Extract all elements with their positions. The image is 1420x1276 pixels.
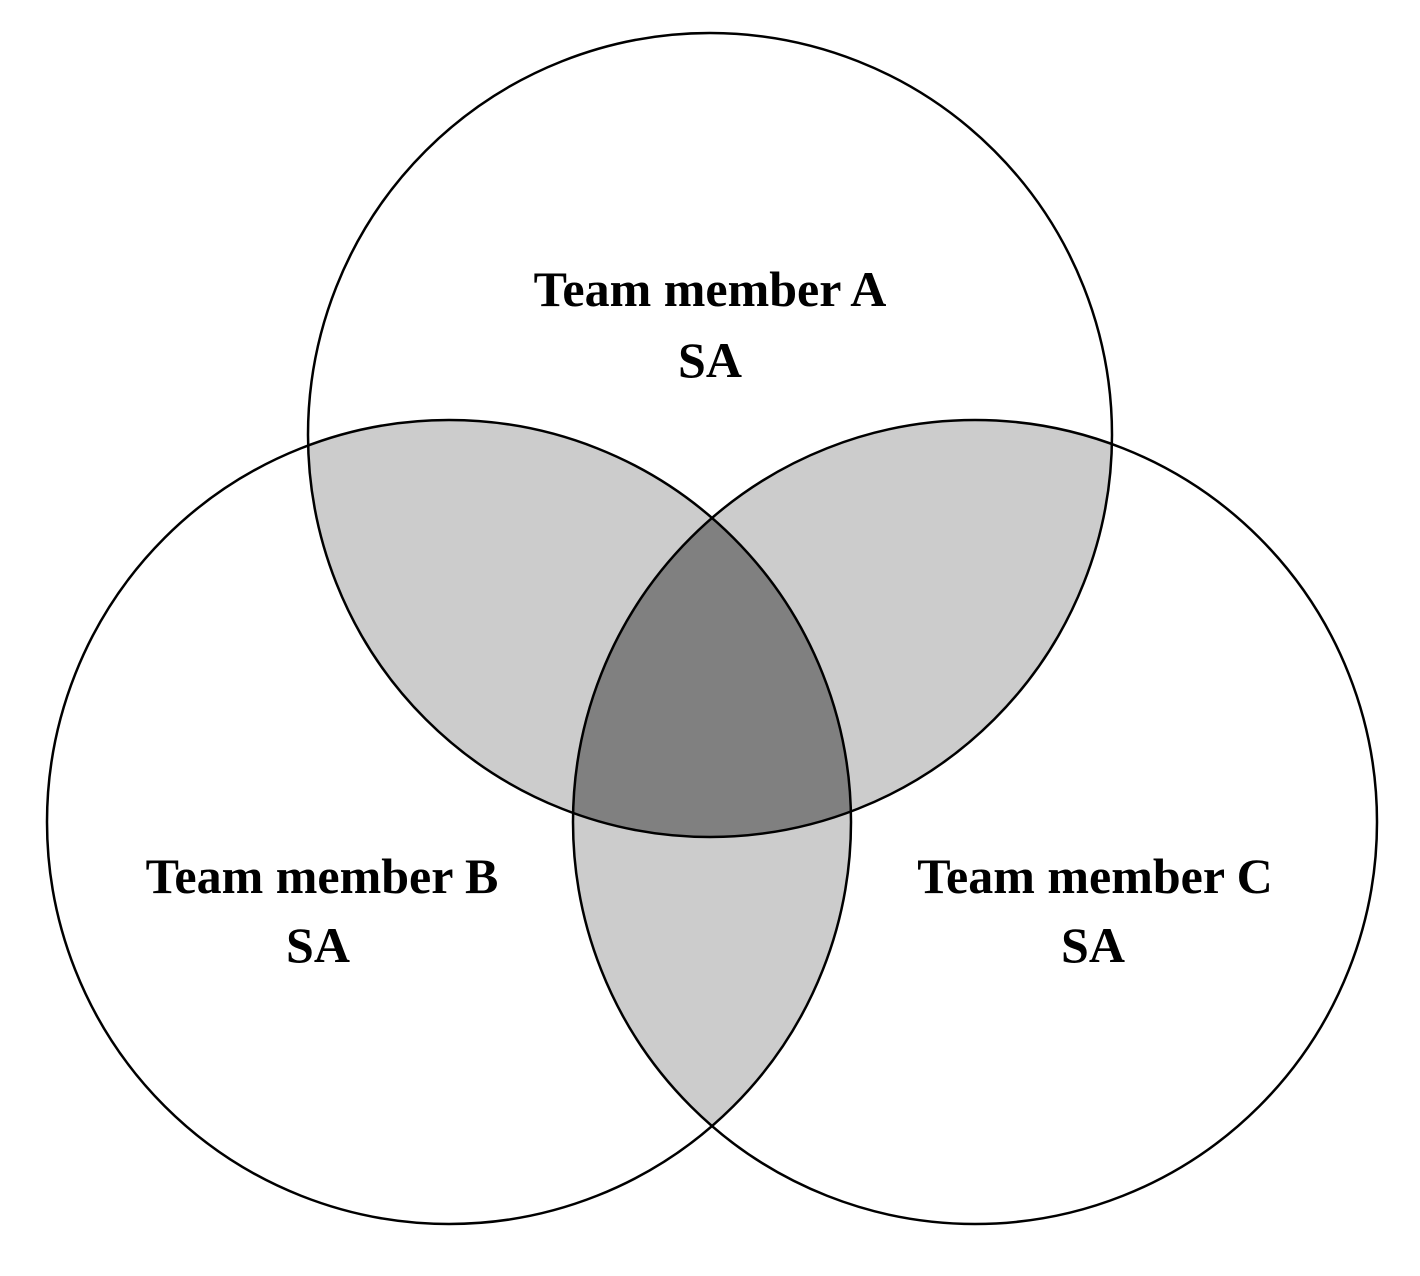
circle-team-member-a [306,31,1114,839]
circle-team-member-b [45,418,853,1226]
overlap-a-b-c [573,420,851,837]
label-team-member-a-sa: SA [678,332,742,388]
label-team-member-c-sa: SA [1061,917,1125,973]
label-team-member-c: Team member C [917,848,1273,904]
label-team-member-a: Team member A [534,261,887,317]
label-team-member-b-sa: SA [286,917,350,973]
label-team-member-b: Team member B [146,848,499,904]
circle-team-member-c [571,418,1379,1226]
